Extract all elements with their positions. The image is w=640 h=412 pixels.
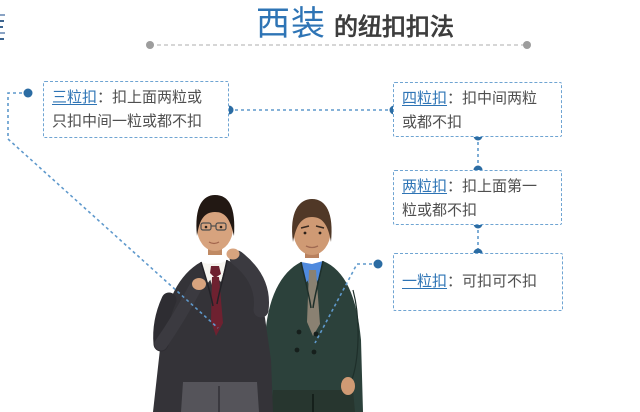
connector-dot	[23, 88, 33, 98]
callout-label: 三粒扣	[52, 89, 98, 106]
edge-bar	[0, 26, 3, 28]
callout-one-button: 一粒扣：可扣可不扣	[393, 253, 563, 311]
callout-label: 两粒扣	[402, 178, 448, 195]
slide-title: 西装的纽扣扣法	[70, 2, 640, 53]
right-man-hand	[341, 377, 355, 395]
left-man-hand	[192, 278, 206, 290]
title-rest: 的纽扣扣法	[334, 14, 454, 41]
callout-label: 四粒扣	[402, 90, 448, 107]
callout-desc: ：扣上面第一 粒或都不扣	[402, 178, 538, 219]
right-man-figure	[263, 199, 363, 412]
callout-label: 一粒扣	[402, 273, 448, 290]
callout-four-button: 四粒扣：扣中间两粒 或都不扣	[393, 82, 562, 137]
edge-bar	[0, 38, 4, 40]
businessmen-photo	[153, 195, 363, 412]
callout-two-button: 两粒扣：扣上面第一 粒或都不扣	[393, 170, 562, 225]
callout-desc: ：可扣可不扣	[447, 273, 538, 290]
slide-edge-artifact	[0, 14, 6, 44]
left-man-figure	[153, 195, 273, 412]
edge-bar	[0, 14, 5, 16]
title-keyword: 西装	[256, 5, 326, 43]
callout-desc: ：扣中间两粒 或都不扣	[402, 90, 538, 131]
callout-three-button: 三粒扣：扣上面两粒或 只扣中间一粒或都不扣	[43, 81, 229, 138]
edge-bar	[0, 20, 4, 22]
edge-bar	[0, 32, 5, 34]
